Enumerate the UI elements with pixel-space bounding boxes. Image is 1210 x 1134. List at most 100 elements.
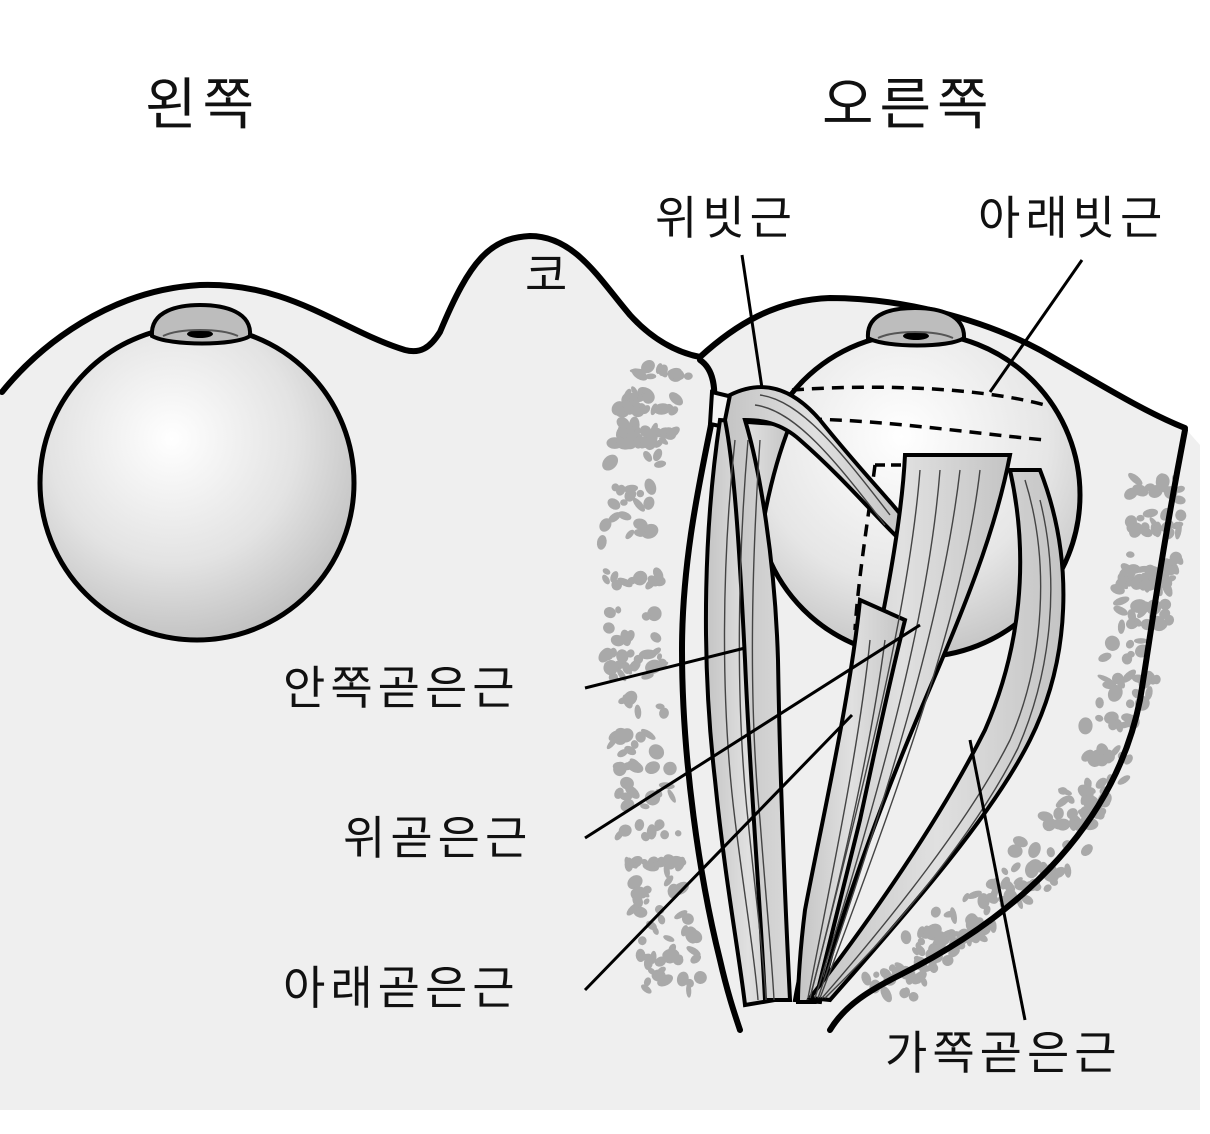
bone-speckle [1159, 608, 1171, 620]
bone-speckle [1028, 842, 1041, 858]
bone-speckle [648, 744, 665, 760]
bone-speckle [616, 417, 630, 430]
bone-speckle [598, 648, 612, 663]
bone-speckle [627, 576, 637, 585]
bone-speckle [873, 971, 880, 978]
bone-speckle [1066, 808, 1078, 820]
bone-speckle [641, 728, 656, 740]
bone-speckle [642, 391, 655, 404]
left-side-label: 왼쪽 [145, 73, 261, 138]
bone-speckle [626, 649, 635, 658]
bone-speckle [645, 577, 657, 590]
bone-speckle [666, 403, 675, 414]
bone-speckle [641, 612, 651, 621]
bone-speckle [686, 983, 692, 998]
bone-speckle [654, 819, 665, 830]
bone-speckle [683, 372, 693, 380]
bone-speckle [915, 945, 926, 957]
bone-speckle [1127, 566, 1137, 579]
bone-speckle [645, 373, 657, 380]
bone-speckle [1013, 877, 1023, 885]
bone-speckle [674, 910, 688, 920]
bone-speckle [618, 697, 628, 705]
bone-speckle [1007, 844, 1023, 858]
bone-speckle [636, 489, 645, 498]
bone-speckle [631, 660, 641, 672]
bone-speckle [615, 437, 625, 444]
bone-speckle [635, 731, 646, 743]
bone-speckle [638, 403, 647, 412]
bone-speckle [637, 936, 647, 946]
bone-speckle [1104, 635, 1120, 651]
bone-speckle [1064, 863, 1072, 878]
bone-speckle [1159, 598, 1172, 611]
superior-oblique-label: 위빗근 [655, 191, 797, 245]
bone-speckle [652, 926, 659, 935]
bone-speckle [1095, 714, 1104, 722]
bone-speckle [599, 518, 612, 532]
medial-rectus-label: 안쪽곧은근 [283, 661, 520, 715]
bone-speckle [688, 929, 703, 944]
bone-speckle [1175, 509, 1187, 522]
bone-speckle [1112, 672, 1124, 685]
bone-speckle [1117, 619, 1126, 634]
bone-speckle [617, 577, 633, 588]
bone-speckle [616, 649, 629, 664]
bone-speckle [620, 499, 628, 506]
bone-speckle [1046, 847, 1055, 858]
bone-speckle [652, 448, 663, 462]
bone-speckle [617, 511, 632, 521]
bone-speckle [1127, 650, 1135, 658]
bone-speckle [639, 425, 652, 437]
leader-lines [583, 254, 1084, 1021]
bone-speckle [1058, 787, 1068, 795]
bone-speckle [911, 970, 927, 985]
bone-speckle [644, 435, 658, 451]
bone-speckle [659, 437, 669, 445]
superior-oblique-muscle [722, 385, 908, 1002]
bone-speckle [974, 931, 988, 943]
bone-speckle [669, 392, 683, 406]
bone-speckle [1056, 818, 1071, 831]
bone-speckle [1121, 713, 1134, 722]
bone-speckle [647, 967, 656, 975]
bone-speckle [623, 690, 638, 706]
bone-speckle [625, 529, 635, 540]
bone-speckle [1027, 859, 1043, 874]
bone-speckle [1000, 876, 1011, 890]
bone-speckle [1165, 567, 1179, 576]
bone-speckle [1119, 566, 1130, 578]
bone-speckle [1115, 576, 1129, 589]
bone-speckle [669, 368, 685, 381]
bone-speckle [1053, 807, 1064, 820]
bone-speckle [656, 653, 663, 661]
bone-speckle [880, 985, 892, 1003]
bone-speckle [1095, 697, 1104, 709]
bone-speckle [1115, 718, 1124, 733]
bone-speckle [949, 948, 960, 958]
superior-rectus-label: 위곧은근 [343, 811, 533, 865]
bone-speckle [676, 971, 689, 987]
bone-speckle [1098, 652, 1112, 662]
bone-speckle [634, 819, 645, 831]
bone-speckle [637, 394, 644, 402]
bone-speckle [1103, 749, 1115, 763]
bone-speckle [1128, 472, 1143, 486]
bone-speckle [630, 740, 639, 749]
bone-speckle [674, 830, 682, 837]
bone-speckle [1125, 699, 1135, 709]
bone-speckle [622, 400, 634, 411]
inferior-oblique-label: 아래빗근 [978, 191, 1168, 245]
bone-speckle [643, 496, 655, 510]
bone-speckle [903, 987, 911, 996]
bone-speckle [660, 830, 670, 840]
bone-speckle [657, 966, 666, 974]
bone-speckle [983, 905, 991, 916]
bone-speckle [632, 894, 643, 908]
bone-speckle [666, 426, 680, 439]
bone-speckle [624, 857, 634, 872]
bone-speckle [1087, 752, 1102, 767]
bone-speckle [602, 568, 611, 575]
bone-speckle [623, 662, 633, 675]
